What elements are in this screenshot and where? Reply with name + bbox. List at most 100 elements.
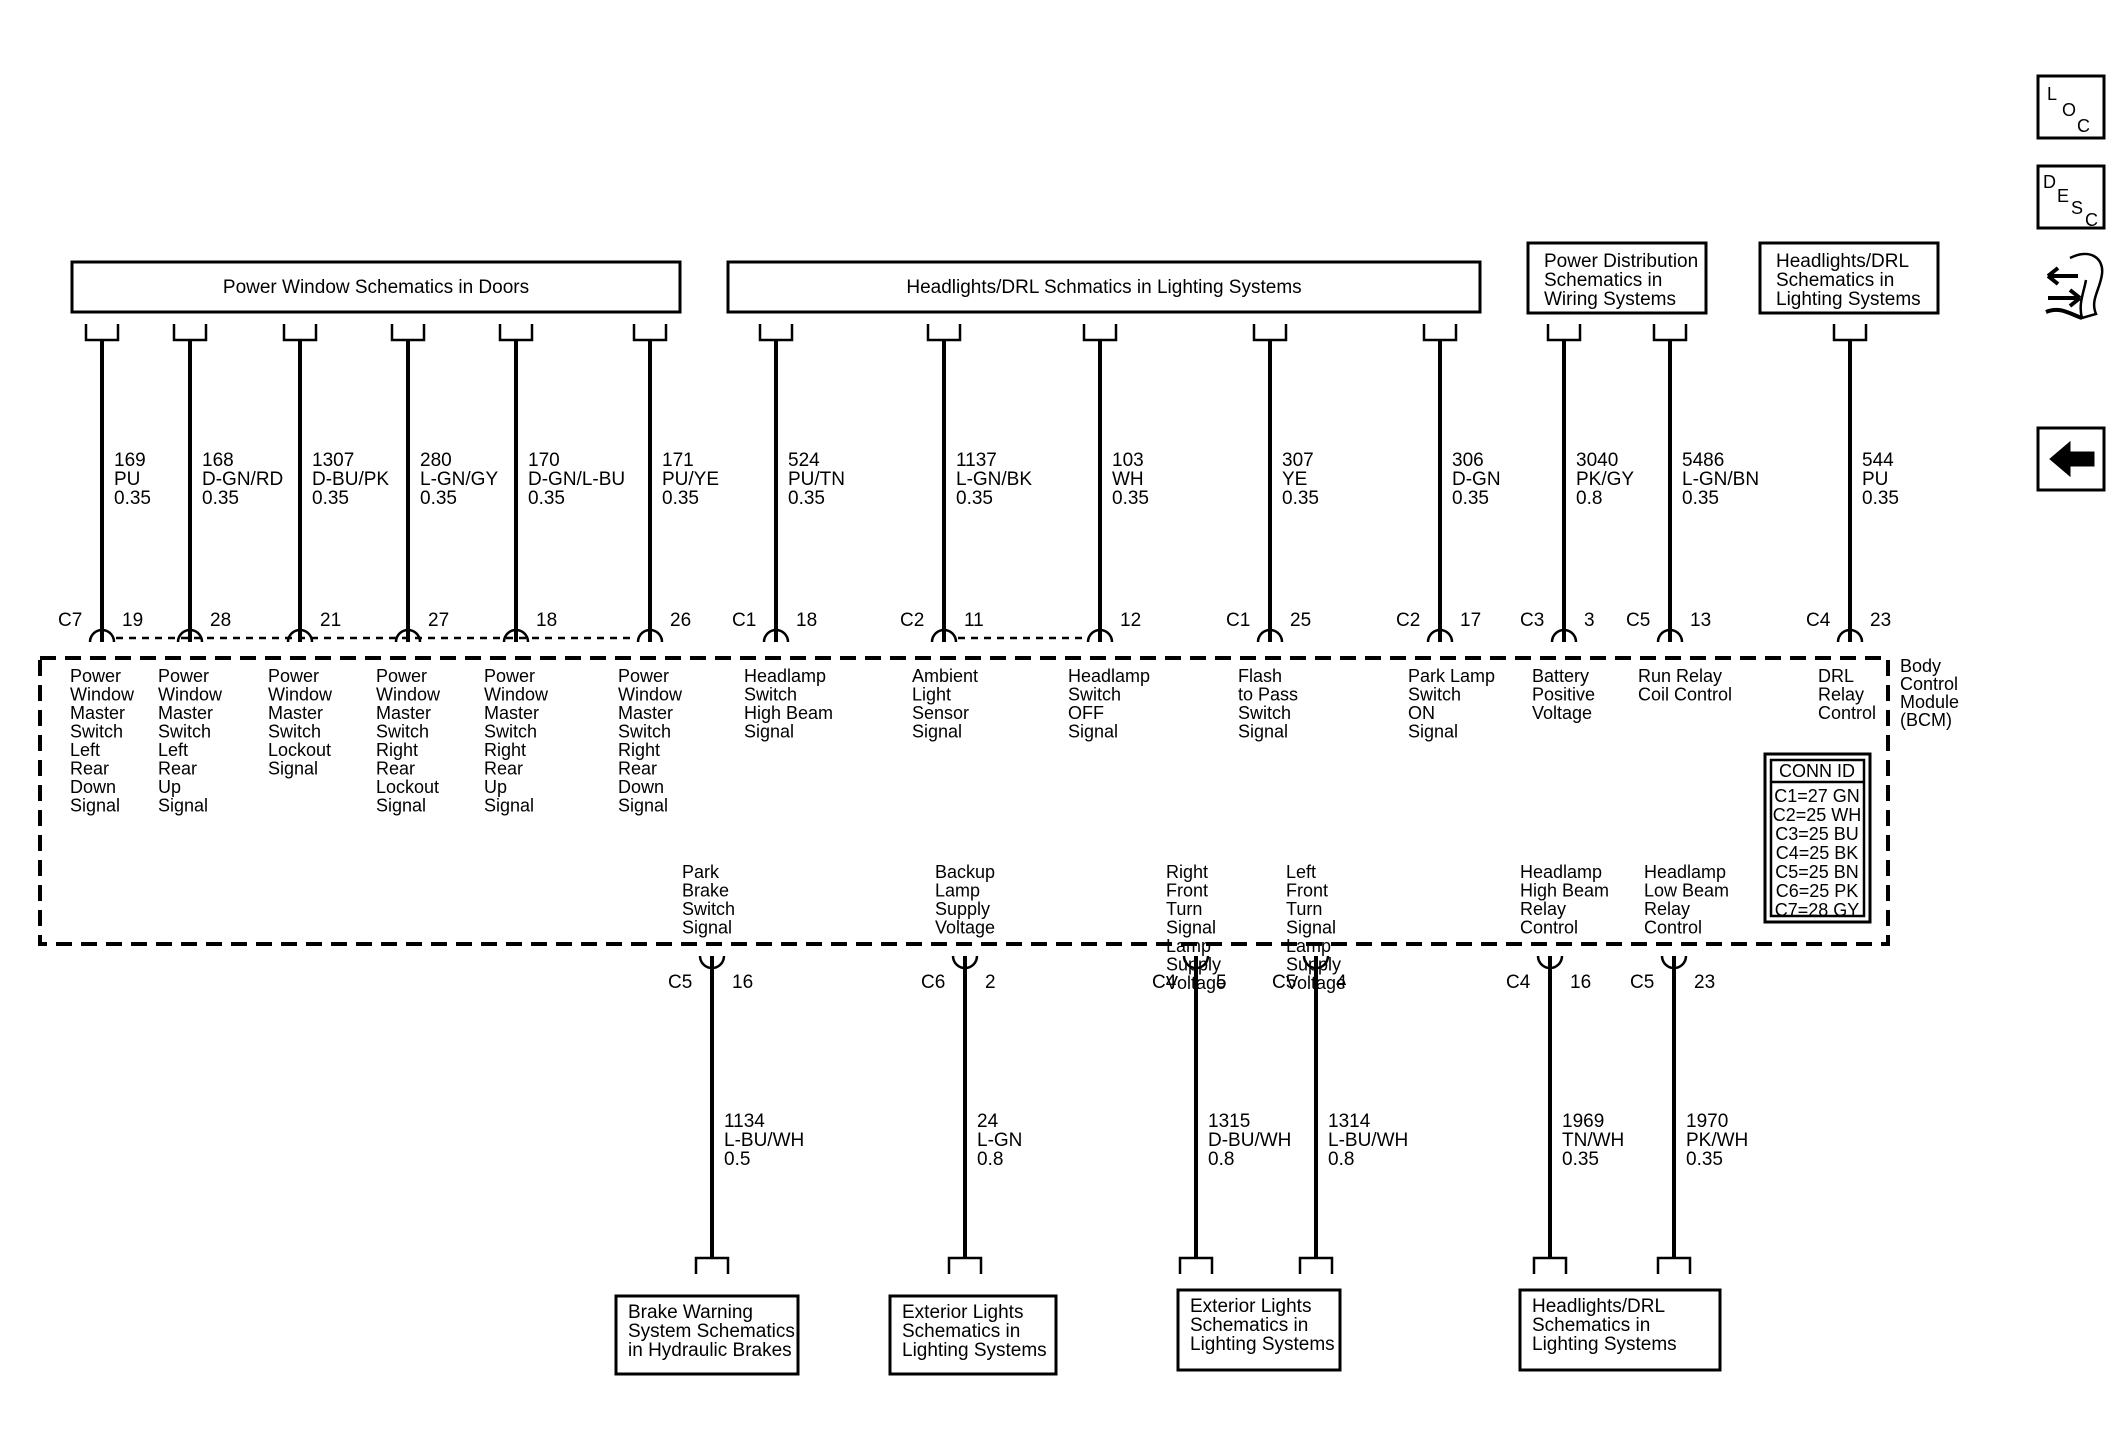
reference-box-frame	[888, 1294, 1058, 1376]
reference-box-text: Headlights/DRL Schmatics in Lighting Sys…	[906, 277, 1301, 298]
reference-box-frame	[614, 1294, 800, 1376]
conn-id-row: C5=25 BN	[1775, 862, 1859, 882]
connector-id: C5	[668, 972, 692, 993]
circuit-number: 1970	[1686, 1111, 1728, 1132]
function-label: ON	[1408, 703, 1435, 723]
function-label: Relay	[1818, 685, 1864, 705]
reference-box-frame	[70, 260, 682, 314]
left-arrow-icon[interactable]	[2036, 426, 2106, 492]
wire-terminal	[694, 1256, 730, 1274]
wire-color: TN/WH	[1562, 1130, 1624, 1151]
function-label: Switch	[376, 722, 429, 742]
wire-size: 0.35	[1282, 488, 1319, 509]
wire-size: 0.35	[1686, 1149, 1723, 1170]
function-label: Headlamp	[1644, 862, 1726, 882]
connector-id: C6	[921, 972, 945, 993]
loc-icon[interactable]: LOC	[2036, 74, 2106, 140]
pin-number: 16	[1570, 972, 1591, 993]
connector-id: C1	[732, 610, 756, 631]
conn-id-inner-box	[1769, 758, 1866, 918]
reference-box-text: Schematics in	[1532, 1315, 1650, 1336]
function-label: Control	[1520, 918, 1578, 938]
function-label: Backup	[935, 862, 995, 882]
function-label: Power	[618, 666, 669, 686]
wire-terminal	[1656, 1256, 1692, 1274]
wire-size: 0.35	[528, 488, 565, 509]
reference-box-frame	[1758, 241, 1940, 315]
wire-size: 0.35	[1562, 1149, 1599, 1170]
wire-size: 0.8	[1208, 1149, 1234, 1170]
function-label: Master	[158, 703, 213, 723]
connector-id: C5	[1626, 610, 1650, 631]
function-label: Rear	[158, 759, 197, 779]
circuit-number: 168	[202, 450, 234, 471]
wire-color: D-GN	[1452, 469, 1501, 490]
back-arrow-shape	[2049, 440, 2095, 478]
desc-icon-frame	[2036, 164, 2106, 230]
function-label: Switch	[268, 722, 321, 742]
connector-arrows-icon[interactable]	[2045, 252, 2104, 320]
function-label: Positive	[1532, 685, 1595, 705]
function-label: High Beam	[744, 703, 833, 723]
function-label: Signal	[1068, 722, 1118, 742]
function-label: Power	[70, 666, 121, 686]
wire-terminal	[1252, 324, 1288, 342]
pin-number: 2	[985, 972, 996, 993]
function-label: Power	[484, 666, 535, 686]
function-label: Switch	[618, 722, 671, 742]
function-label: Signal	[1166, 918, 1216, 938]
function-label: Flash	[1238, 666, 1282, 686]
conn-id-row: C3=25 BU	[1775, 824, 1859, 844]
reference-box-text: Schematics in	[1544, 270, 1662, 291]
wire-size: 0.35	[788, 488, 825, 509]
reference-box-frame	[726, 260, 1482, 314]
function-label: Signal	[1408, 722, 1458, 742]
wire-terminal	[1082, 324, 1118, 342]
function-label: Switch	[1408, 685, 1461, 705]
function-label: Park	[682, 862, 720, 882]
function-label: Master	[618, 703, 673, 723]
function-label: Signal	[484, 796, 534, 816]
conn-id-row: C4=25 BK	[1776, 843, 1859, 863]
function-label: Signal	[912, 722, 962, 742]
reference-box-power-window[interactable]: Power Window Schematics in Doors	[70, 260, 682, 314]
wire-terminal	[947, 1256, 983, 1274]
reference-box-text: Headlights/DRL	[1776, 251, 1909, 272]
wire-size: 0.8	[977, 1149, 1003, 1170]
pin-number: 12	[1120, 610, 1141, 631]
function-label: Headlamp	[1520, 862, 1602, 882]
reference-box-text: System Schematics	[628, 1321, 795, 1342]
wire-color: PK/GY	[1576, 469, 1634, 490]
function-label: Supply	[935, 899, 990, 919]
connector-id: C5	[1272, 972, 1296, 993]
function-label: Rear	[376, 759, 415, 779]
conn-id-row: C1=27 GN	[1774, 786, 1860, 806]
function-label: Right	[484, 740, 526, 760]
pin-number: 27	[428, 610, 449, 631]
function-label: Turn	[1286, 899, 1322, 919]
wire-size: 0.35	[1682, 488, 1719, 509]
function-label: Down	[618, 777, 664, 797]
conn-id-row: C7=28 GY	[1775, 900, 1860, 920]
function-label: Window	[268, 685, 333, 705]
wire-terminal	[926, 324, 962, 342]
wire-color: D-BU/PK	[312, 469, 389, 490]
wire-color: PU	[114, 469, 140, 490]
reference-box-headlights-drl[interactable]: Headlights/DRL Schmatics in Lighting Sys…	[726, 260, 1482, 314]
circuit-168: 168D-GN/RD0.3528PowerWindowMasterSwitchL…	[158, 324, 283, 816]
